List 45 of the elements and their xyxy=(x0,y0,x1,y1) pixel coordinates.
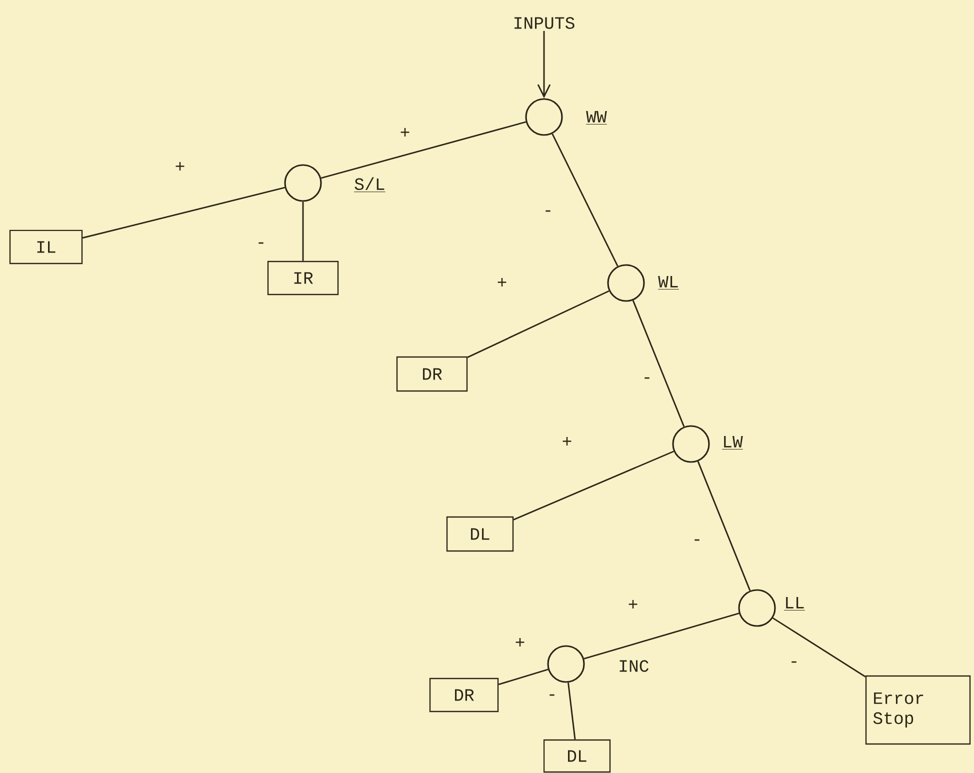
connector-line xyxy=(302,202,304,261)
circle-node xyxy=(547,645,585,683)
circle-node xyxy=(738,589,776,627)
node-label: LW xyxy=(722,436,744,450)
edge-label: - xyxy=(694,539,700,541)
state-box: IL xyxy=(9,230,83,264)
edge-label: + xyxy=(400,128,410,136)
connector-line xyxy=(568,682,576,740)
state-box: DR xyxy=(429,678,499,712)
connector-line xyxy=(467,290,610,358)
edge-label: - xyxy=(792,661,796,663)
edge-label: - xyxy=(546,210,550,212)
connector-line xyxy=(552,134,618,266)
edge-label: + xyxy=(628,600,638,608)
connector-line xyxy=(498,668,548,686)
node-label: LL xyxy=(784,596,806,610)
state-box: IR xyxy=(267,260,339,296)
circle-node xyxy=(525,98,563,136)
node-label: S/L xyxy=(354,177,386,192)
edge-label: - xyxy=(644,377,650,379)
edge-label: - xyxy=(550,694,554,696)
input-label: INPUTS xyxy=(514,17,574,29)
connector-line xyxy=(82,186,285,239)
state-box: DL xyxy=(543,739,611,773)
connector-line xyxy=(632,300,685,427)
edge-label: - xyxy=(258,242,264,244)
arrow xyxy=(537,30,551,98)
circle-node xyxy=(607,264,645,302)
state-box: DR xyxy=(396,356,468,392)
connector-line xyxy=(772,617,866,678)
connector-line xyxy=(697,461,751,591)
state-box: DL xyxy=(446,516,514,552)
node-label: WW xyxy=(586,110,608,124)
state-box: Error Stop xyxy=(865,675,971,745)
connector-line xyxy=(320,121,526,179)
node-label: INC xyxy=(620,660,649,672)
connector-line xyxy=(513,450,674,520)
circle-node xyxy=(284,164,322,202)
edge-label: + xyxy=(562,437,572,446)
node-label: WL xyxy=(658,276,680,290)
circle-node xyxy=(672,425,710,463)
edge-label: + xyxy=(498,278,506,286)
edge-label: + xyxy=(176,162,184,170)
connector-line xyxy=(584,612,740,660)
edge-label: + xyxy=(516,638,524,646)
